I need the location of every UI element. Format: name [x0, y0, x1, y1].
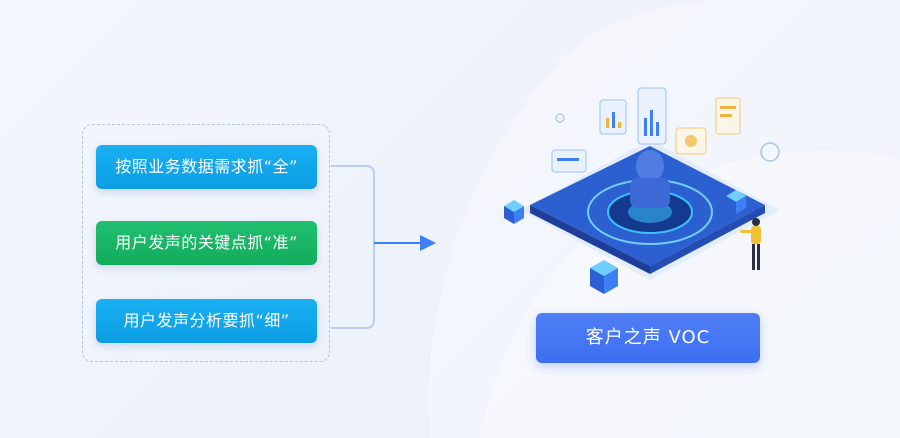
steps-dashed-group — [82, 124, 330, 362]
step-detailed-button[interactable]: 用户发声分析要抓“细” — [96, 299, 317, 343]
voc-result-button[interactable]: 客户之声 VOC — [536, 313, 760, 363]
step-accurate-button[interactable]: 用户发声的关键点抓“准” — [96, 221, 317, 265]
isometric-ai-illustration — [504, 87, 780, 294]
step-full-button[interactable]: 按照业务数据需求抓“全” — [96, 145, 317, 189]
